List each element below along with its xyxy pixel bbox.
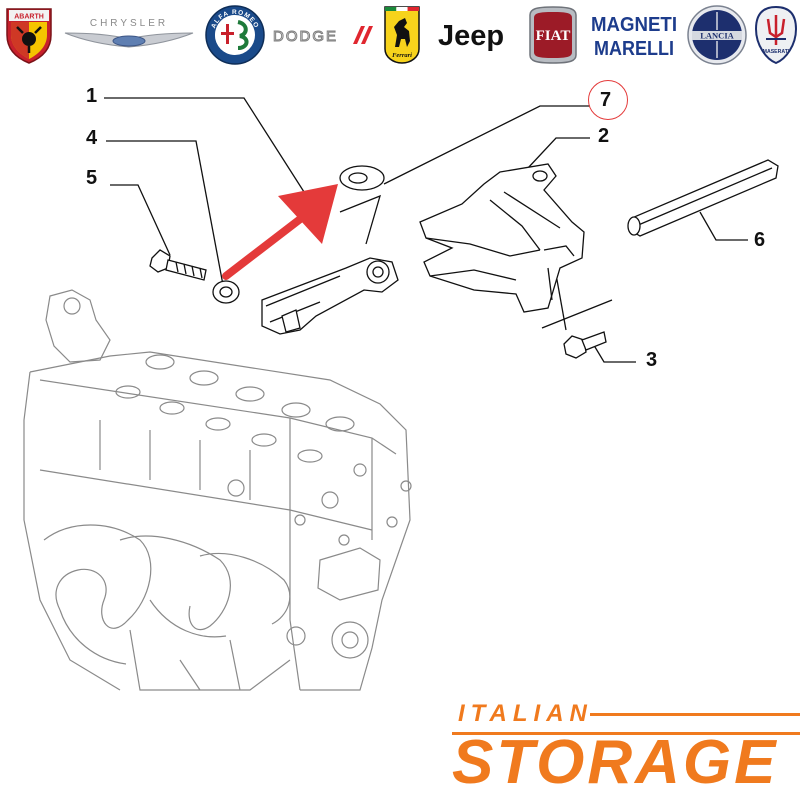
brand-abarth: ABARTH	[0, 4, 58, 66]
svg-text:ABARTH: ABARTH	[14, 14, 44, 21]
store-logo-rule-top	[590, 713, 800, 716]
svg-text:CHRYSLER: CHRYSLER	[90, 18, 168, 29]
brand-lancia: LANCIA	[684, 4, 750, 66]
brand-jeep: Jeep	[428, 4, 514, 66]
svg-text:LANCIA: LANCIA	[700, 31, 734, 41]
highlight-arrow	[222, 184, 338, 280]
callout-2: 2	[598, 125, 610, 147]
leader-line-5	[110, 184, 171, 256]
brand-maserati: MASERATI	[752, 4, 800, 66]
brand-magneti-marelli: MAGNETI MARELLI	[588, 4, 680, 66]
dodge-stripes-icon: DODGE	[273, 26, 373, 46]
leader-line-1	[104, 97, 314, 207]
callout-1: 1	[86, 85, 98, 107]
svg-text:Jeep: Jeep	[438, 20, 504, 52]
brand-alfa-romeo: ALFA ROMEO	[202, 4, 268, 66]
alfa-romeo-roundel-icon: ALFA ROMEO	[205, 5, 265, 65]
maserati-trident-icon: MASERATI	[754, 5, 798, 65]
part-6-rubber-strip	[627, 159, 779, 237]
chrysler-wings-icon: CHRYSLER	[64, 18, 194, 48]
svg-text:MASERATI: MASERATI	[763, 49, 790, 55]
leader-line-4	[106, 140, 224, 286]
svg-text:FIAT: FIAT	[536, 28, 571, 44]
svg-text:Ferrari: Ferrari	[392, 52, 412, 59]
leader-lines	[104, 97, 748, 363]
axis-line-upper	[339, 194, 381, 245]
cam-bosses	[115, 354, 355, 463]
callout-7-highlight-ring	[588, 80, 628, 120]
callout-4: 4	[86, 127, 98, 149]
part-2-mount-bracket	[419, 163, 585, 313]
callout-5: 5	[86, 167, 98, 189]
leader-line-6	[699, 211, 748, 241]
callout-7: 7	[600, 89, 612, 111]
magneti-marelli-wordmark-icon: MAGNETI MARELLI	[591, 14, 677, 60]
part-4-bushing	[212, 280, 240, 304]
prancing-horse-shield-icon: Ferrari	[384, 6, 420, 64]
brand-dodge: DODGE	[270, 4, 374, 66]
part-3-bolt	[563, 331, 607, 359]
fiat-badge-icon: FIAT	[529, 6, 577, 64]
jeep-wordmark-icon: Jeep	[438, 20, 504, 52]
store-logo-rule-middle	[452, 732, 800, 735]
svg-text:MARELLI: MARELLI	[594, 38, 674, 60]
part-5-bolt	[149, 249, 207, 281]
svg-text:DODGE: DODGE	[273, 28, 338, 45]
store-logo-italian: ITALIAN	[458, 700, 593, 727]
leader-line-7	[383, 105, 590, 185]
lancia-shield-icon: LANCIA	[687, 5, 747, 65]
leader-line-3	[591, 341, 636, 363]
leader-line-2	[527, 137, 590, 169]
store-logo-storage: STORAGE	[452, 728, 779, 797]
brand-fiat: FIAT	[522, 4, 584, 66]
engine-block-drawing	[23, 289, 412, 691]
brand-ferrari: Ferrari	[380, 4, 424, 66]
part-1-torque-rod	[261, 257, 399, 335]
part-7-washer	[339, 165, 385, 191]
abarth-scorpion-shield-icon: ABARTH	[6, 8, 52, 64]
callout-6: 6	[754, 229, 766, 251]
brand-chrysler: CHRYSLER	[62, 4, 196, 66]
callout-3: 3	[646, 349, 658, 371]
svg-text:MAGNETI: MAGNETI	[591, 14, 677, 36]
axis-line-bolt	[541, 299, 613, 329]
